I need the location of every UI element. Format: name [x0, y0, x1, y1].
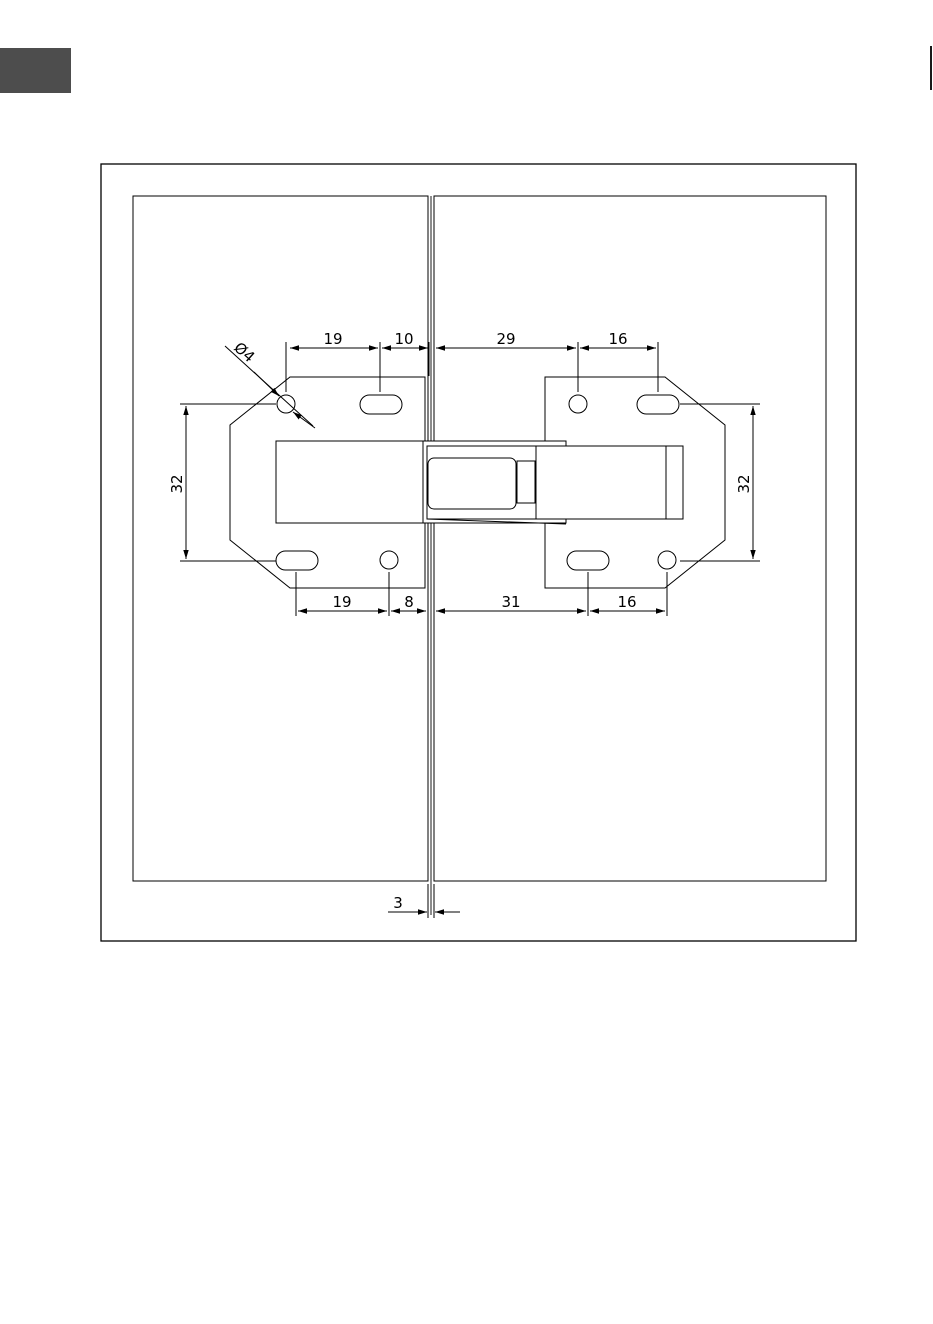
left-top-slot [360, 395, 402, 414]
dim-right-height: 32 [735, 474, 753, 493]
dim-left-bottom-b: 8 [404, 593, 414, 611]
dim-hole-diameter: Ø4 [230, 338, 258, 366]
latch-body [276, 441, 683, 524]
dim-gap: 3 [393, 894, 403, 912]
right-bottom-hole [658, 551, 676, 569]
right-bottom-slot [567, 551, 609, 570]
left-door [133, 196, 428, 881]
dim-right-bottom-b: 16 [617, 593, 636, 611]
dim-left-bottom-a: 19 [332, 593, 351, 611]
left-top-hole [277, 395, 295, 413]
right-top-hole [569, 395, 587, 413]
right-top-slot [637, 395, 679, 414]
left-bottom-slot [276, 551, 318, 570]
top-dimensions [286, 342, 658, 392]
diagram-frame [101, 164, 856, 941]
dim-right-bottom-a: 31 [501, 593, 520, 611]
dim-right-top-a: 29 [496, 330, 515, 348]
left-bottom-hole [380, 551, 398, 569]
dim-left-top-b: 10 [394, 330, 413, 348]
dim-left-height: 32 [168, 474, 186, 493]
bottom-dimensions [296, 572, 667, 616]
right-door [434, 196, 826, 881]
dim-right-top-b: 16 [608, 330, 627, 348]
dim-left-top-a: 19 [323, 330, 342, 348]
